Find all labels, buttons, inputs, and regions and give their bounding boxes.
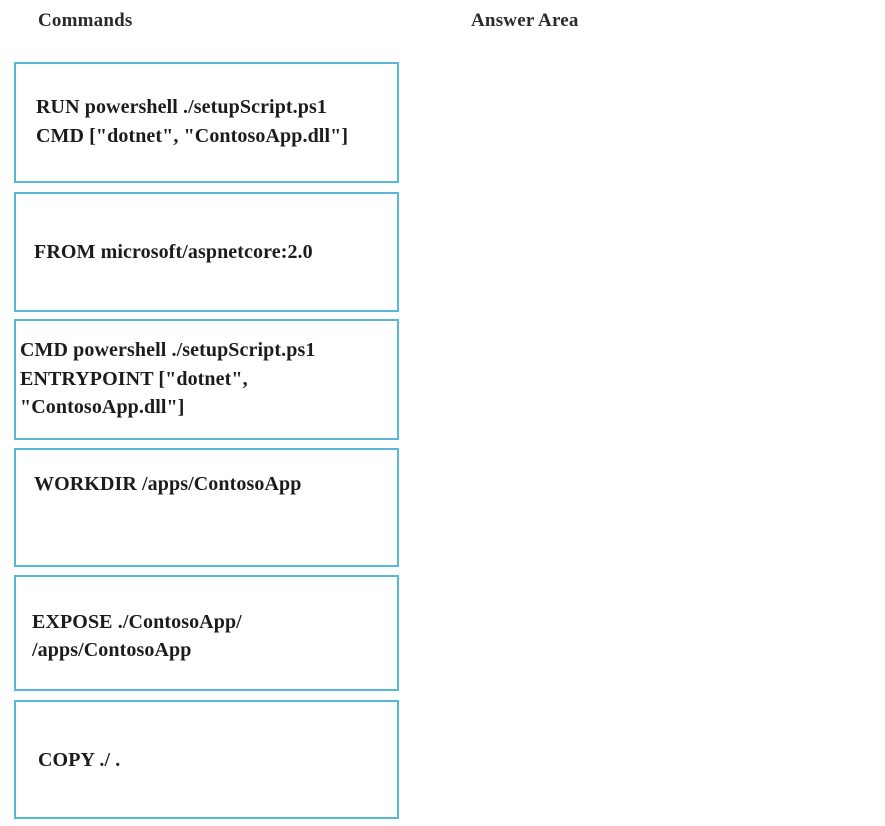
command-card-text: WORKDIR /apps/ContosoApp	[34, 473, 302, 496]
command-card-text: COPY ./ .	[38, 749, 121, 772]
command-card-text: CMD powershell ./setupScript.ps1 ENTRYPO…	[20, 339, 316, 419]
command-card-expose[interactable]: EXPOSE ./ContosoApp/ /apps/ContosoApp	[14, 575, 399, 691]
command-card-run-cmd[interactable]: RUN powershell ./setupScript.ps1 CMD ["d…	[14, 62, 399, 183]
command-card-text: FROM microsoft/aspnetcore:2.0	[34, 240, 313, 263]
answer-drop-zone[interactable]	[471, 52, 861, 812]
commands-list: RUN powershell ./setupScript.ps1 CMD ["d…	[0, 0, 420, 826]
command-card-text: RUN powershell ./setupScript.ps1 CMD ["d…	[36, 96, 349, 147]
command-card-cmd-entrypoint[interactable]: CMD powershell ./setupScript.ps1 ENTRYPO…	[14, 319, 399, 440]
command-card-text: EXPOSE ./ContosoApp/ /apps/ContosoApp	[32, 610, 242, 661]
answer-area-column-heading: Answer Area	[471, 10, 579, 31]
command-card-copy[interactable]: COPY ./ .	[14, 700, 399, 819]
command-card-workdir[interactable]: WORKDIR /apps/ContosoApp	[14, 448, 399, 567]
command-card-from[interactable]: FROM microsoft/aspnetcore:2.0	[14, 192, 399, 312]
answer-area	[440, 0, 885, 826]
commands-column-heading: Commands	[38, 10, 133, 31]
